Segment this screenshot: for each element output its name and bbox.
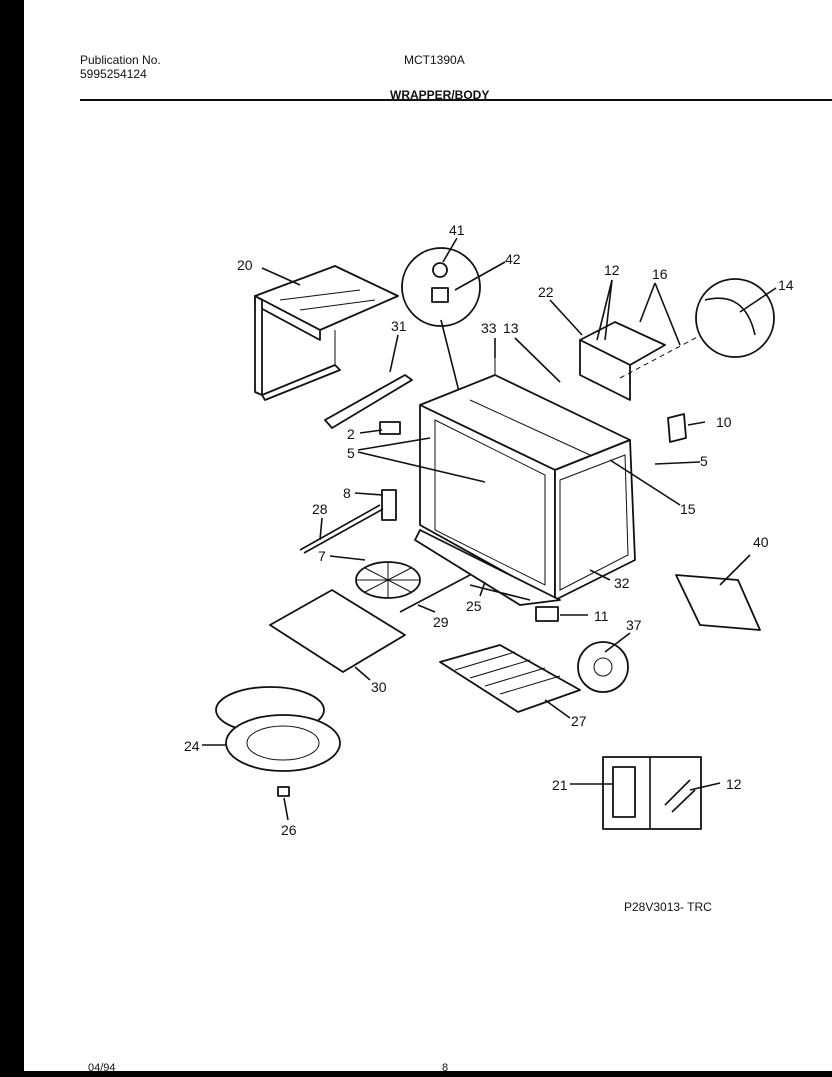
callout-42: 42 (505, 251, 521, 267)
publication-label: Publication No. (80, 53, 161, 67)
part-wrapper-cover (254, 265, 399, 401)
part-lamp-inset (401, 247, 486, 496)
callout-16: 16 (652, 266, 668, 282)
callout-37: 37 (626, 617, 642, 633)
footer-date: 04/94 (88, 1062, 116, 1074)
part-coupler (277, 786, 290, 797)
callout-2: 2 (347, 426, 355, 442)
callout-31: 31 (391, 318, 407, 334)
callout-28: 28 (312, 501, 328, 517)
part-rack (439, 644, 581, 713)
drawing-code: P28V3013- TRC (624, 900, 712, 914)
section-title: WRAPPER/BODY (390, 88, 490, 102)
part-bottom-panel (269, 589, 406, 673)
part-roller-inset (577, 641, 629, 693)
callout-13: 13 (503, 320, 519, 336)
part-small-component (379, 421, 401, 435)
callout-15: 15 (680, 501, 696, 517)
callout-14: 14 (778, 277, 794, 293)
part-switch (535, 606, 559, 622)
publication-number: 5995254124 (80, 67, 147, 81)
part-detail-box (602, 756, 702, 830)
callout-21: 21 (552, 777, 568, 793)
callout-12-board: 12 (604, 262, 620, 278)
part-glass-tray (215, 686, 341, 772)
part-side-panel (675, 574, 761, 631)
callout-20: 20 (237, 257, 253, 273)
callout-24: 24 (184, 738, 200, 754)
callout-8: 8 (343, 485, 351, 501)
callout-12-detail: 12 (726, 776, 742, 792)
callout-40: 40 (753, 534, 769, 550)
part-lower-rod (399, 574, 471, 613)
callout-25: 25 (466, 598, 482, 614)
callout-33: 33 (481, 320, 497, 336)
callout-32: 32 (614, 575, 630, 591)
callout-30: 30 (371, 679, 387, 695)
part-wire-inset (695, 278, 775, 358)
callout-10: 10 (716, 414, 732, 430)
callout-26: 26 (281, 822, 297, 838)
part-stirrer (299, 489, 421, 599)
callout-41: 41 (449, 222, 465, 238)
leader-lines (202, 237, 777, 821)
callout-27: 27 (571, 713, 587, 729)
callout-7: 7 (318, 548, 326, 564)
callout-11: 11 (594, 608, 609, 624)
callout-29: 29 (433, 614, 449, 630)
part-oven-cavity (414, 355, 636, 606)
callout-5-right: 5 (700, 453, 708, 469)
part-base-plate (469, 584, 531, 601)
part-rail (324, 374, 413, 429)
footer-page: 8 (442, 1062, 449, 1074)
callout-5-left: 5 (347, 445, 355, 461)
callout-22: 22 (538, 284, 554, 300)
header-rule (80, 99, 832, 101)
callout-labels: 41 42 20 12 16 14 22 31 33 13 2 5 10 5 8… (184, 222, 794, 838)
part-bracket (667, 413, 687, 443)
model-number: MCT1390A (404, 53, 465, 67)
